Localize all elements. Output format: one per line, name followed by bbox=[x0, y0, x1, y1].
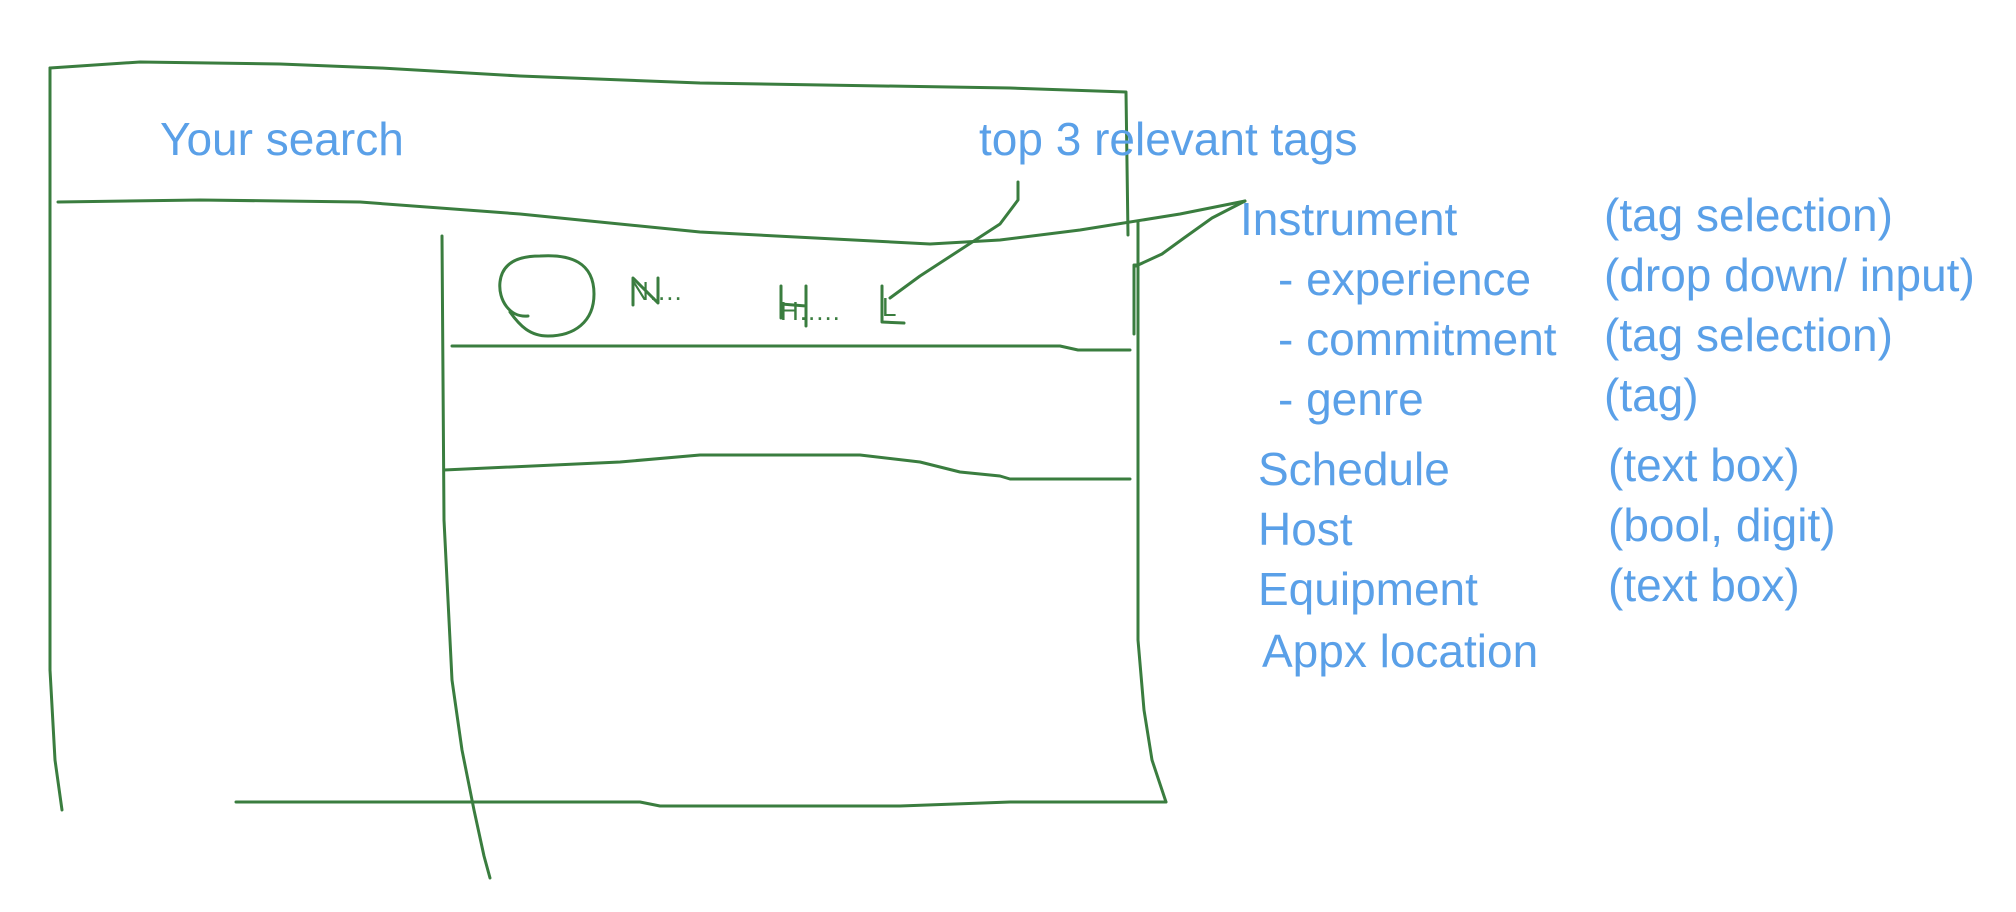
avatar-circle bbox=[498, 254, 596, 338]
field-label-schedule: Schedule bbox=[1258, 443, 1450, 495]
field-type-commitment: (tag selection) bbox=[1604, 309, 1893, 361]
field-list-pointer bbox=[1134, 199, 1247, 268]
field-label-experience: - experience bbox=[1278, 253, 1532, 305]
ink-strokes bbox=[48, 60, 1247, 880]
results-panel-left bbox=[440, 234, 492, 880]
page-frame-left bbox=[48, 66, 64, 812]
field-type-schedule: (text box) bbox=[1608, 439, 1800, 491]
results-panel-right bbox=[1136, 220, 1168, 804]
field-label-instrument: Instrument bbox=[1240, 193, 1458, 245]
field-type-instrument: (tag selection) bbox=[1604, 189, 1893, 241]
tags-callout-label: top 3 relevant tags bbox=[979, 113, 1358, 165]
tags-callout-line bbox=[888, 180, 1020, 300]
result-location-placeholder: L bbox=[882, 292, 897, 322]
result-host-placeholder: H..... bbox=[780, 296, 841, 326]
location-initial-mark bbox=[880, 284, 906, 325]
search-header-divider bbox=[56, 198, 1247, 246]
field-type-host: (bool, digit) bbox=[1608, 499, 1836, 551]
result-name-placeholder: N.... bbox=[630, 276, 683, 306]
field-type-genre: (tag) bbox=[1604, 369, 1699, 421]
field-label-genre: - genre bbox=[1278, 373, 1424, 425]
field-label-appx-location: Appx location bbox=[1262, 625, 1539, 677]
field-label-host: Host bbox=[1258, 503, 1353, 555]
result-card-2-bottom bbox=[442, 453, 1132, 481]
field-label-equipment: Equipment bbox=[1258, 563, 1478, 615]
result-card-1-bottom bbox=[450, 344, 1132, 352]
name-initial-mark bbox=[631, 276, 660, 307]
field-label-commitment: - commitment bbox=[1278, 313, 1557, 365]
search-label: Your search bbox=[160, 113, 404, 165]
field-type-experience: (drop down/ input) bbox=[1604, 249, 1975, 301]
results-panel-bottom bbox=[234, 800, 1168, 808]
page-frame-top bbox=[48, 60, 1130, 237]
result-card-1-marks bbox=[631, 276, 906, 328]
field-type-equipment: (text box) bbox=[1608, 559, 1800, 611]
host-initial-mark bbox=[779, 284, 808, 328]
